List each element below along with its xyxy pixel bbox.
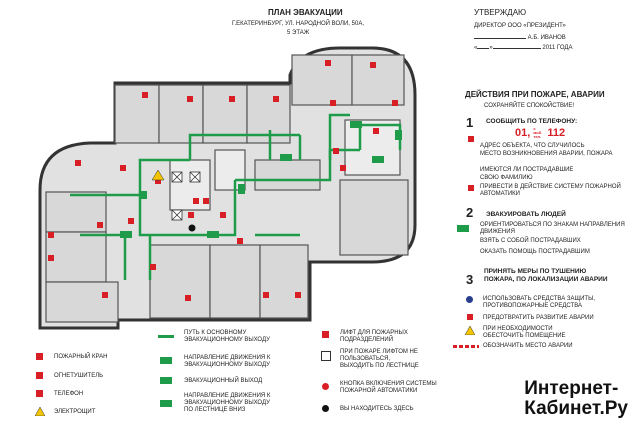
- fire-elevator-icon: [322, 331, 329, 338]
- approval-date: «» 2011 ГОДА: [474, 45, 573, 51]
- fire-hose-icon: [36, 353, 43, 360]
- step2-item-1: ОРИЕНТИРОВАТЬСЯ ПО ЗНАКАМ НАПРАВЛЕНИЯ ДВ…: [480, 222, 625, 235]
- alarm-button-icon: [468, 185, 474, 191]
- legend-direction: НАПРАВЛЕНИЕ ДВИЖЕНИЯ К ЭВАКУАЦИОННОМУ ВЫ…: [184, 355, 271, 368]
- phone-main: 01,: [515, 127, 531, 139]
- step1-item-2: МЕСТО ВОЗНИКНОВЕНИЯ АВАРИИ, ПОЖАРА: [480, 151, 613, 157]
- step3-item-2: ПРЕДОТВРАТИТЬ РАЗВИТИЕ АВАРИИ: [483, 315, 594, 321]
- step3-title: ПРИНЯТЬ МЕРЫ ПО ТУШЕНИЮ ПОЖАРА, ПО ЛОКАЛ…: [484, 268, 608, 283]
- legend-electrical: ЭЛЕКТРОЩИТ: [54, 409, 96, 415]
- legend-fire-elevator: ЛИФТ ДЛЯ ПОЖАРНЫХ ПОДРАЗДЕЛЕНИЙ: [340, 330, 408, 343]
- step1-item-4: СВОЮ ФАМИЛИЮ: [480, 175, 533, 181]
- phone-legend-icon: [36, 390, 43, 397]
- step1-item-5: ПРИВЕСТИ В ДЕЙСТВИЕ СИСТЕМУ ПОЖАРНОЙ АВТ…: [480, 184, 621, 197]
- step2-item-3: ОКАЗАТЬ ПОМОЩЬ ПОСТРАДАВШИМ: [480, 249, 590, 255]
- approval-signature: А.Б. ИВАНОВ: [474, 35, 634, 42]
- extinguisher-legend-icon: [36, 372, 43, 379]
- step1-item-1: АДРЕС ОБЪЕКТА, ЧТО СЛУЧИЛОСЬ: [480, 143, 585, 149]
- no-elevator-icon: [321, 351, 331, 361]
- watermark-line2: Кабинет.Ру: [524, 398, 628, 419]
- electrical-panel-icon: [35, 407, 45, 416]
- voltage-warning-icon: [465, 326, 475, 335]
- emergency-exit-icon: [160, 377, 172, 384]
- watermark-line1: Интернет-: [524, 378, 619, 399]
- equipment-icons: [48, 60, 398, 301]
- protection-icon: [466, 296, 473, 303]
- exit-signs: [120, 121, 402, 238]
- legend-extinguisher: ОГНЕТУШИТЕЛЬ: [54, 373, 104, 379]
- legend-you-are-here: ВЫ НАХОДИТЕСЬ ЗДЕСЬ: [340, 406, 414, 412]
- you-are-here-marker: [188, 224, 196, 232]
- step2-number: 2: [466, 205, 474, 220]
- phone-icon: [468, 136, 474, 142]
- step2-item-2: ВЗЯТЬ С СОБОЙ ПОСТРАДАВШИХ: [480, 238, 581, 244]
- step3-item-4: ОБОЗНАЧИТЬ МЕСТО АВАРИИ: [483, 343, 573, 349]
- alarm-button-legend-icon: [322, 383, 329, 390]
- actions-subheading: СОХРАНЯЙТЕ СПОКОЙСТВИЕ!: [484, 103, 575, 109]
- warning-triangle-icon: [151, 169, 165, 181]
- step1-number: 1: [466, 115, 474, 130]
- approval-name: А.Б. ИВАНОВ: [527, 35, 566, 41]
- approval-date-suffix: 2011 ГОДА: [542, 45, 573, 51]
- route-line-icon: [158, 335, 174, 338]
- extinguisher-icon: [467, 314, 473, 320]
- actions-heading: ДЕЙСТВИЯ ПРИ ПОЖАРЕ, АВАРИИ: [465, 90, 605, 99]
- step2-title: ЭВАКУИРОВАТЬ ЛЮДЕЙ: [486, 211, 566, 218]
- step1-phones: 01, с моб. тел. 112: [515, 127, 565, 139]
- step1-item-3: ИМЕЮТСЯ ЛИ ПОСТРАДАВШИЕ: [480, 167, 574, 173]
- legend-phone: ТЕЛЕФОН: [54, 391, 84, 397]
- approval-block: УТВЕРЖДАЮ ДИРЕКТОР ООО «ПРЕЗИДЕНТ» А.Б. …: [474, 8, 634, 52]
- hazard-stripe-icon: [453, 345, 479, 348]
- legend-fire-hose: ПОЖАРНЫЙ КРАН: [54, 354, 108, 360]
- step3-number: 3: [466, 272, 474, 287]
- legend-no-elevator: ПРИ ПОЖАРЕ ЛИФТОМ НЕ ПОЛЬЗОВАТЬСЯ, ВЫХОД…: [340, 349, 419, 369]
- exit-direction-icon: [457, 225, 469, 232]
- stairs-down-icon: [160, 400, 172, 407]
- step3-item-1: ИСПОЛЬЗОВАТЬ СРЕДСТВА ЗАЩИТЫ, ПРОТИВОПОЖ…: [483, 296, 596, 309]
- legend-route: ПУТЬ К ОСНОВНОМУ ЭВАКУАЦИОННОМУ ВЫХОДУ: [184, 330, 270, 343]
- you-are-here-icon: [322, 405, 329, 412]
- approval-position: ДИРЕКТОР ООО «ПРЕЗИДЕНТ»: [474, 23, 566, 29]
- rooms: [45, 54, 409, 323]
- phone-small-note: с моб. тел.: [533, 126, 543, 140]
- approval-heading: УТВЕРЖДАЮ: [474, 8, 527, 17]
- elevator-icons: [171, 171, 201, 221]
- legend-alarm-button: КНОПКА ВКЛЮЧЕНИЯ СИСТЕМЫ ПОЖАРНОЙ АВТОМА…: [340, 381, 437, 394]
- legend-exit: ЭВАКУАЦИОННЫЙ ВЫХОД: [184, 378, 263, 384]
- step1-title: СООБЩИТЬ ПО ТЕЛЕФОНУ:: [486, 118, 578, 125]
- plan-address: Г.ЕКАТЕРИНБУРГ, УЛ. НАРОДНОЙ ВОЛИ, 50А,: [232, 21, 364, 27]
- phone-alt: 112: [547, 127, 566, 139]
- plan-floor: 5 ЭТАЖ: [287, 30, 310, 36]
- site-watermark: Интернет- Кабинет.Ру: [518, 377, 634, 421]
- evacuation-routes: [70, 113, 402, 280]
- step3-item-3: ПРИ НЕОБХОДИМОСТИ ОБЕСТОЧИТЬ ПОМЕЩЕНИЕ: [483, 326, 566, 339]
- direction-arrow-icon: [160, 357, 172, 364]
- plan-title: ПЛАН ЭВАКУАЦИИ: [268, 8, 343, 17]
- legend-stairs: НАПРАВЛЕНИЕ ДВИЖЕНИЯ К ЭВАКУАЦИОННОМУ ВЫ…: [184, 393, 271, 413]
